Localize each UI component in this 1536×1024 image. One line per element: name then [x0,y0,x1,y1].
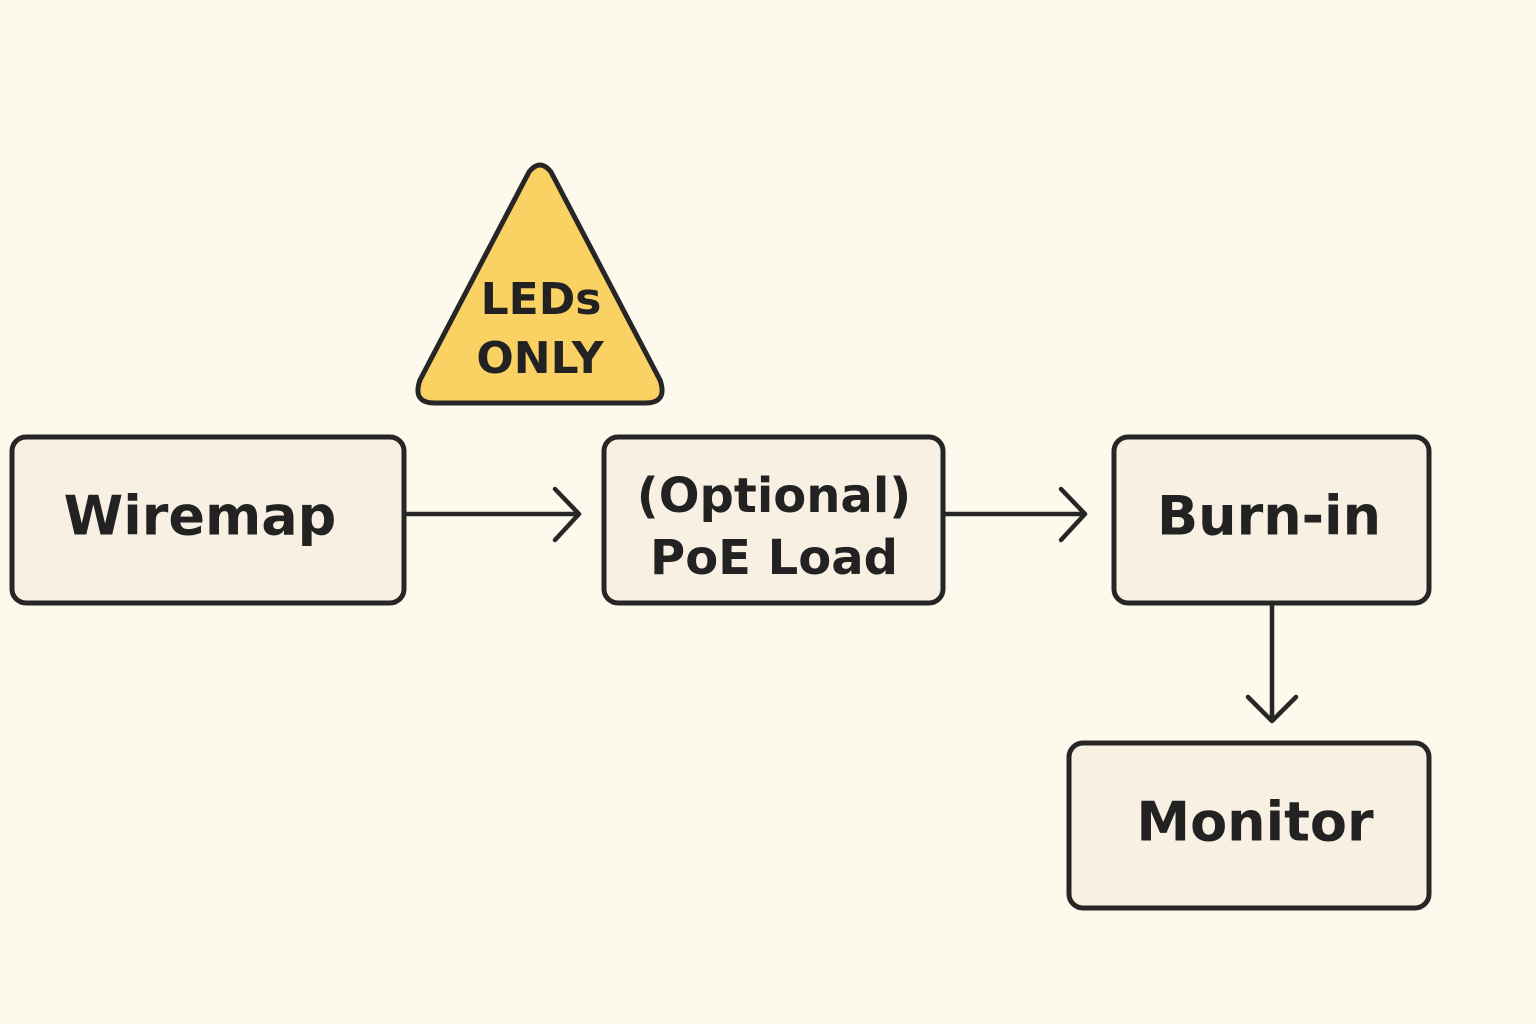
node-burn-in-label: Burn-in [1157,485,1381,548]
warning-label-line2: ONLY [476,333,604,384]
node-monitor-box [1066,740,1432,911]
arrow-poe-load-to-burn-in-head [1058,486,1088,543]
node-burn-in: Burn-in [1111,434,1432,606]
node-wiremap: Wiremap [9,434,407,606]
warning-label-line1: LEDs [481,274,602,325]
node-poe-load: (Optional) PoE Load [601,434,946,606]
arrow-wiremap-to-poe-load-head [552,486,582,543]
node-poe-load-line1: (Optional) [637,468,911,524]
arrow-poe-load-to-burn-in [942,486,1088,543]
arrow-wiremap-to-poe-load [403,486,582,543]
node-poe-load-box [601,434,946,606]
node-wiremap-box [9,434,407,606]
node-monitor: Monitor [1066,740,1432,911]
warning-triangle-icon: LEDs ONLY [415,162,665,406]
node-poe-load-line2: PoE Load [650,530,898,586]
arrow-burn-in-to-monitor [1245,602,1299,724]
node-monitor-label: Monitor [1136,791,1374,854]
warning-triangle-shape [415,162,665,406]
node-wiremap-label: Wiremap [64,485,337,548]
arrow-burn-in-to-monitor-head [1245,694,1299,724]
